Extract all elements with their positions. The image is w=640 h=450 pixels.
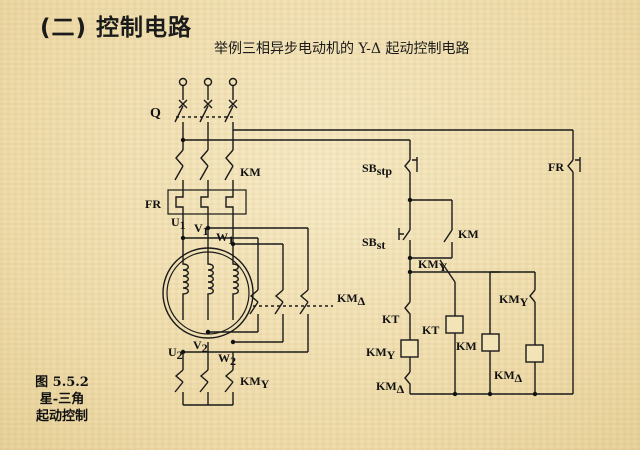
label-q: Q [150, 106, 161, 121]
kt-contact [404, 272, 411, 328]
coil-km-y [400, 339, 419, 358]
label-kt-coil: KT [422, 323, 439, 337]
diagram-subtitle: 举例三相异步电动机的 Y-Δ 起动控制电路 [214, 41, 470, 57]
winding-w [232, 250, 239, 320]
label-u2: U2 [168, 345, 183, 362]
label-u1: U1 [171, 215, 186, 232]
sb-stop-button [404, 157, 418, 200]
caption-line-3: 起动控制 [35, 409, 88, 424]
label-sb-start: SBst [362, 235, 385, 252]
label-fr-control: FR [548, 160, 564, 174]
km-y-right-contact [529, 289, 536, 303]
km-hold-contact [443, 200, 453, 258]
label-km-y-right: KMY [499, 292, 529, 309]
label-km-y-nc: KMY [418, 257, 448, 274]
label-v1: V1 [194, 221, 209, 238]
label-km-y-contact: KMY [240, 374, 270, 391]
terminal-l2 [203, 77, 213, 87]
km-delta-contacts [249, 289, 333, 352]
label-sb-stop: SBstp [362, 161, 392, 178]
km-y-contacts [174, 369, 234, 406]
label-km-hold: KM [458, 227, 479, 241]
km-main-contacts [174, 149, 234, 193]
label-km-y-coil: KMY [366, 345, 396, 362]
label-fr-power: FR [145, 197, 161, 211]
power-circuit: Q KM FR U1 V1 [145, 77, 574, 406]
motor [162, 247, 254, 339]
figure-caption: 图 5.5.2 星-三角 起动控制 [22, 374, 102, 425]
label-kt-contact: KT [382, 312, 399, 326]
coil-kt [445, 315, 464, 334]
label-km-delta-nc: KMΔ [376, 379, 405, 396]
caption-figure-number: 图 5.5.2 [35, 375, 89, 390]
label-v2: V2 [193, 338, 208, 355]
terminal-l3 [228, 77, 238, 87]
switch-q [174, 99, 238, 150]
label-km-delta-contact: KMΔ [337, 291, 366, 308]
label-km-delta-coil: KMΔ [494, 368, 523, 385]
terminal-l1 [178, 77, 188, 87]
winding-u [182, 250, 189, 320]
fr-thermal-relay [167, 189, 247, 250]
winding-v [207, 250, 214, 320]
sb-start-button [398, 228, 411, 258]
label-w1: W1 [216, 230, 234, 247]
coil-km-delta [525, 344, 544, 363]
coil-km [481, 333, 500, 352]
label-km-coil: KM [456, 339, 477, 353]
control-circuit: SBstp SBst KM KMY KT [180, 137, 581, 397]
fr-control-contact [567, 157, 581, 394]
page-heading: (二) 控制电路 [40, 15, 193, 41]
km-delta-nc-contact [404, 371, 411, 394]
label-km-main: KM [240, 165, 261, 179]
caption-line-2: 星-三角 [39, 392, 85, 407]
